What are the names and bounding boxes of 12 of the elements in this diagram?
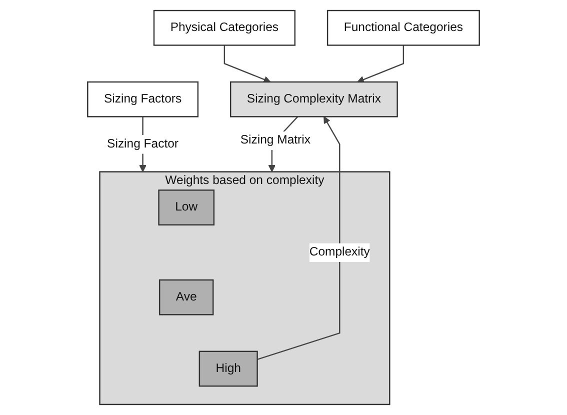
edge-label: Sizing Matrix bbox=[240, 132, 310, 147]
node-box: Low bbox=[158, 190, 215, 226]
node-box: Physical Categories bbox=[153, 10, 296, 46]
arrow bbox=[357, 45, 404, 83]
arrow bbox=[224, 45, 271, 83]
node-box: Functional Categories bbox=[326, 10, 480, 46]
node-box: Ave bbox=[158, 279, 214, 316]
edge-label: Sizing Factor bbox=[107, 136, 179, 151]
edge-label: Complexity bbox=[309, 244, 370, 259]
node-box: High bbox=[198, 350, 258, 387]
node-box: Sizing Factors bbox=[87, 81, 199, 118]
node-box: Sizing Complexity Matrix bbox=[230, 81, 398, 118]
